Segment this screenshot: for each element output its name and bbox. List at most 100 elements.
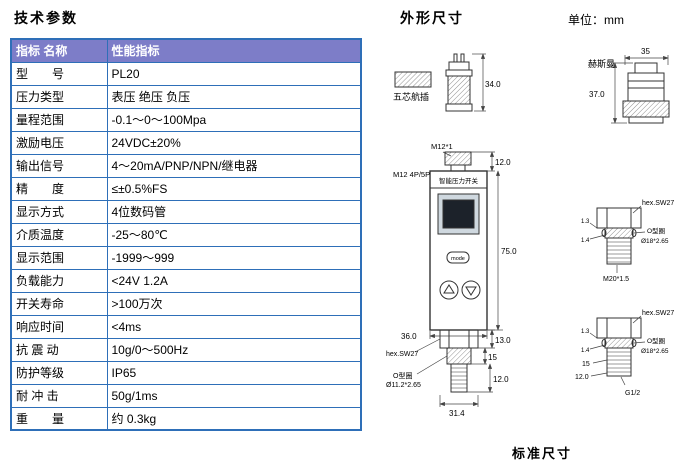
table-row: 开关寿命>100万次: [10, 291, 362, 316]
m20-thread-label: M20*1.5: [603, 276, 629, 283]
table-row: 压力类型表压 绝压 负压: [10, 84, 362, 109]
fitting-g12-dims: [589, 315, 646, 386]
plug-height-dim: 34.0: [485, 80, 501, 89]
device-m12-thread-label: M12*1: [431, 142, 453, 151]
spec-label: 量程范围: [10, 107, 108, 132]
spec-label: 介质温度: [10, 222, 108, 247]
hirschmann-dims: [611, 55, 669, 124]
unit-label: 单位：mm: [568, 13, 624, 27]
spec-value: 10g/0～500Hz: [106, 337, 362, 362]
m20-groove-dim1: 1.3: [581, 219, 590, 225]
m12-connector: [444, 151, 472, 166]
device-hex-width-dim: 31.4: [449, 409, 465, 418]
left-heading: 技术参数: [14, 10, 78, 26]
spec-label: 显示方式: [10, 199, 108, 224]
table-row: 重 量约 0.3kg: [10, 406, 362, 431]
table-row: 精 度≤±0.5%FS: [10, 176, 362, 201]
mode-button-label: mode: [451, 256, 465, 262]
m20-hex-nut: [596, 207, 642, 229]
m20-oring-label: O型圈: [647, 226, 665, 235]
spec-label: 抗 震 动: [10, 337, 108, 362]
display-screen: [442, 199, 475, 229]
spec-value: >100万次: [106, 291, 362, 316]
m20-hex-label: hex.SW27: [642, 200, 674, 207]
hirschmann-label: 赫斯曼: [588, 58, 615, 69]
spec-value: IP65: [106, 360, 362, 385]
device-connector-label: M12 4P/5P: [393, 170, 430, 179]
spec-value: ≤±0.5%FS: [106, 176, 362, 201]
spec-value: 表压 绝压 负压: [106, 84, 362, 109]
m20-thread: [606, 237, 632, 265]
spec-label: 重 量: [10, 406, 108, 431]
device-front-drawing: [429, 151, 488, 393]
hirschmann-height-dim: 37.0: [589, 90, 605, 99]
spec-label: 输出信号: [10, 153, 108, 178]
spec-value: 50g/1ms: [106, 383, 362, 408]
device-body-width-dim: 36.0: [401, 332, 417, 341]
device-dims: [414, 151, 503, 407]
spec-label: 精 度: [10, 176, 108, 201]
device-body-height-dim: 75.0: [501, 247, 517, 256]
m20-oring-groove: [604, 227, 634, 239]
device-display-title: 智能压力开关: [439, 176, 479, 185]
down-button: [461, 280, 481, 300]
g12-port-height-dim: 15: [582, 361, 590, 368]
g12-oring-label: O型圈: [647, 336, 665, 345]
header-col-name: 指标 名称: [10, 38, 108, 63]
g12-hex-nut: [596, 317, 642, 339]
spec-label: 开关寿命: [10, 291, 108, 316]
device-hex-label: hex.SW27: [386, 351, 418, 358]
spec-value: -25～80℃: [106, 222, 362, 247]
spec-label: 压力类型: [10, 84, 108, 109]
aviation-plug-drawing: [394, 53, 473, 112]
up-button: [439, 280, 459, 300]
device-thread: [450, 363, 468, 393]
spec-label: 防护等级: [10, 360, 108, 385]
spec-value: 4位数码管: [106, 199, 362, 224]
spec-value: 4～20mA/PNP/NPN/继电器: [106, 153, 362, 178]
spec-label: 型 号: [10, 61, 108, 86]
mode-button-shape: [446, 251, 470, 264]
table-row: 介质温度-25～80℃: [10, 222, 362, 247]
table-row: 响应时间<4ms: [10, 314, 362, 339]
device-oring-size: Ø11.2*2.65: [386, 382, 421, 389]
g12-oring-size: Ø18*2.65: [641, 348, 669, 355]
fitting-g12-drawing: [596, 317, 642, 377]
device-thread-length-dim: 12.0: [493, 375, 509, 384]
g12-thread-length-dim: 12.0: [575, 374, 589, 381]
aviation-plug-label: 五芯航插: [393, 91, 429, 102]
plug-label-hatch-box: [394, 71, 432, 88]
device-port-height-dim: 15: [488, 353, 497, 362]
g12-thread-label: G1/2: [625, 390, 640, 397]
fitting-m20-drawing: [596, 207, 642, 265]
header-col-value: 性能指标: [106, 38, 362, 63]
table-row: 显示范围-1999～999: [10, 245, 362, 270]
outline-dimension-drawings: 五芯航插 34.0 赫斯曼 35 37.0: [386, 47, 674, 418]
device-connector-height-dim: 12.0: [495, 158, 511, 167]
spec-value: PL20: [106, 61, 362, 86]
table-row: 量程范围-0.1～0～100Mpa: [10, 107, 362, 132]
m20-groove-dim2: 1.4: [581, 238, 590, 244]
device-oring-label: O型圈: [393, 371, 412, 380]
spec-value: <24V 1.2A: [106, 268, 362, 293]
spec-value: 24VDC±20%: [106, 130, 362, 155]
spec-value: 约 0.3kg: [106, 406, 362, 431]
spec-label: 激励电压: [10, 130, 108, 155]
device-hex-nut: [439, 329, 479, 349]
fitting-m20-dims: [589, 205, 646, 273]
m20-oring-size: Ø18*2.65: [641, 238, 669, 245]
standard-size-caption: 标准尺寸: [512, 446, 573, 461]
right-heading: 外形尺寸: [400, 10, 464, 26]
g12-groove-dim2: 1.4: [581, 348, 590, 354]
spec-label: 负载能力: [10, 268, 108, 293]
table-header-row: 指标 名称 性能指标: [10, 38, 362, 63]
spec-label: 显示范围: [10, 245, 108, 270]
spec-value: -1999～999: [106, 245, 362, 270]
spec-value: <4ms: [106, 314, 362, 339]
